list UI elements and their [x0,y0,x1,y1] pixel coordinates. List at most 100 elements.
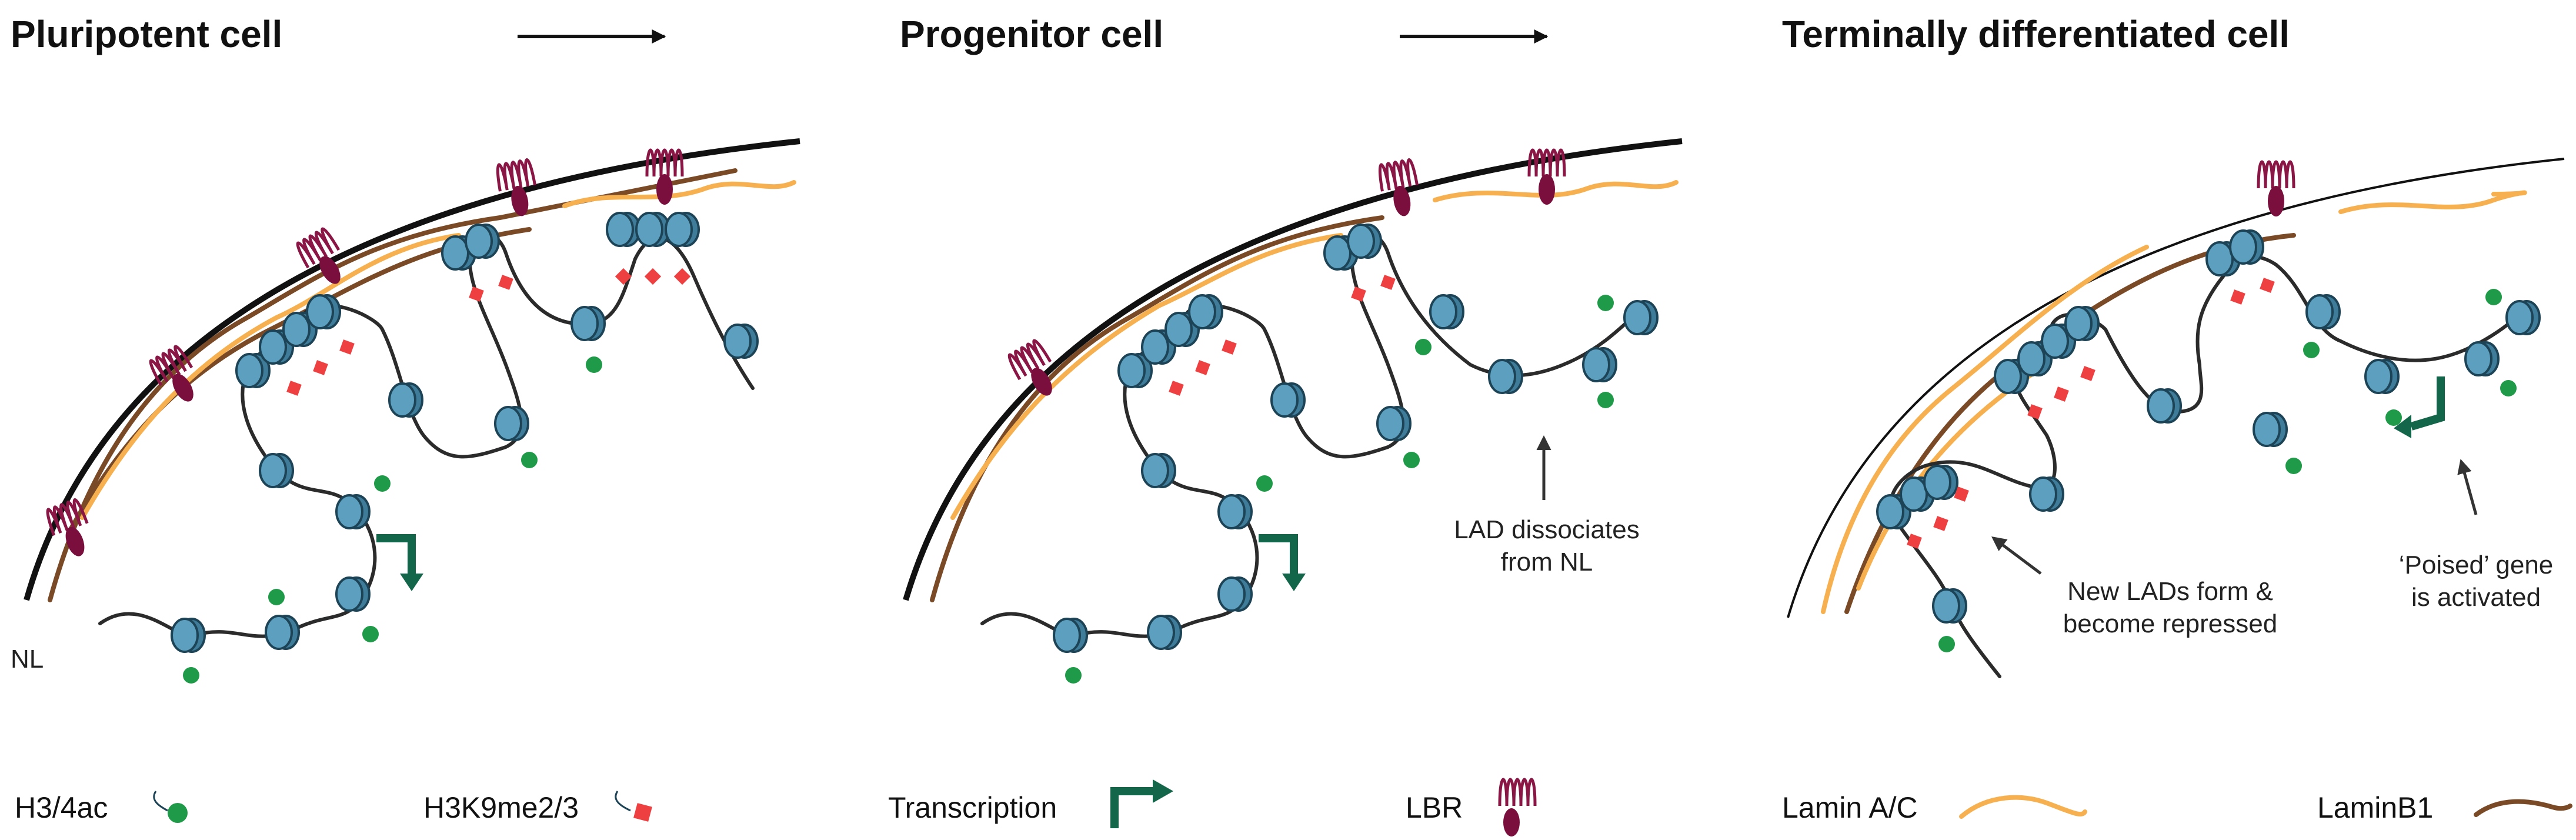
acetylation-mark [1065,667,1082,684]
lamin-b1-fiber [68,227,532,532]
nuclear-lamina [903,138,1683,601]
acetylation-mark [362,626,379,642]
lamin-ac-fiber [80,233,461,520]
nucleosome [1141,453,1176,488]
transcription-arrowhead [1282,574,1306,591]
lad-dissociates-label-2: from NL [1501,548,1593,576]
methylation-mark [2027,404,2043,419]
nucleosome [2229,229,2264,265]
transcription-arrowhead [400,574,423,591]
legend-tail-ac [153,791,168,812]
lamin-b1-fiber [930,215,1384,602]
nucleosome [335,494,371,529]
legend-lamin-b1-fiber [2474,799,2572,817]
panel-progenitor: LAD dissociates from NL [903,138,1683,684]
new-lads-label: New LADs form & [2067,577,2273,606]
legend-lbr-protein [1498,778,1537,836]
legend: H3/4ac H3K9me2/3 Transcription LBR Lamin… [15,778,2572,836]
nucleosome [388,382,423,418]
nucleosome [570,306,606,341]
methylation-mark [313,360,328,375]
acetylation-mark [183,667,199,684]
nuclear-lamina [24,138,800,601]
methylation-mark [469,286,484,302]
panel-pluripotent: NL [11,138,800,684]
nucleosome [2464,341,2500,376]
lamin-ac-fiber [1433,180,1679,202]
methylation-mark [2054,386,2069,402]
nucleosome [2305,294,2341,329]
nucleosome [2253,412,2288,447]
nucleosome [1217,576,1253,612]
methylation-mark [1195,360,1210,375]
nucleosome [1623,300,1659,335]
acetylation-mark [2485,289,2502,305]
poised-gene-label-2: is activated [2411,583,2541,612]
nucleosome [2029,476,2064,512]
methylation-mark [615,268,632,285]
methylation-mark [1351,286,1366,302]
acetylation-mark [2285,458,2302,474]
nucleosome [1347,224,1382,259]
nucleosome [171,618,206,653]
poised-gene-label: ‘Poised’ gene [2399,551,2554,579]
transcription-arrowhead [2394,415,2411,438]
nucleosome [2064,306,2100,341]
panel-title-terminal: Terminally differentiated cell [1782,13,2290,55]
nucleosome [665,212,700,247]
nucleosome [606,212,641,247]
nucleosome [465,224,500,259]
methylation-mark [1169,381,1184,396]
callout-arrow [1991,536,2042,575]
lamin-ac-fiber [2338,190,2527,214]
legend-label-lamin-b1: LaminB1 [2317,791,2433,824]
legend-label-lbr: LBR [1406,791,1463,824]
panel-title-progenitor: Progenitor cell [900,13,1163,55]
new-lads-label-2: become repressed [2063,609,2277,638]
lamin-ac-fiber [950,233,1343,520]
methylation-mark [339,339,355,355]
nucleosome [1147,615,1182,650]
chromatin-fiber [980,232,1649,638]
nucleosome [306,294,341,329]
methylation-mark [2080,366,2095,381]
legend-label-transcription: Transcription [888,791,1057,824]
methylation-mark [498,275,513,290]
nucleosome [1488,359,1523,394]
nucleosome [1582,347,1617,382]
nucleosome [2147,388,2182,424]
acetylation-mark [1938,636,1955,652]
nucleosome [1932,588,1967,624]
methylation-mark [2230,289,2245,305]
nucleosome [265,615,300,650]
legend-methylation-mark [633,803,652,822]
acetylation-mark [1597,295,1614,311]
nucleosome [1270,382,1306,418]
nucleosome [1429,294,1464,329]
methylation-mark [644,268,662,285]
acetylation-mark [521,452,538,468]
nucleosome [723,324,759,359]
methylation-mark [673,268,691,285]
acetylation-mark [1597,392,1614,408]
acetylation-mark [374,475,391,492]
acetylation-mark [2500,380,2517,396]
acetylation-mark [268,589,285,605]
legend-acetylation-mark [168,803,188,823]
lad-dissociates-label: LAD dissociates [1454,515,1639,544]
nucleosome [1923,465,1958,500]
legend-label-lamin-ac: Lamin A/C [1782,791,1918,824]
transcription-arrow [2410,376,2445,431]
nucleosome [335,576,371,612]
acetylation-mark [586,356,602,373]
methylation-mark [1933,516,1948,531]
nuclear-lamina [1787,158,2565,618]
nucleosome [494,406,529,441]
nucleosome [1376,406,1412,441]
lamin-ac-fiber [1821,245,2149,614]
nl-label: NL [11,645,44,674]
nucleosome [635,212,670,247]
legend-lamin-ac-fiber [1959,795,2087,819]
legend-transcription-arrow [1110,787,1153,828]
